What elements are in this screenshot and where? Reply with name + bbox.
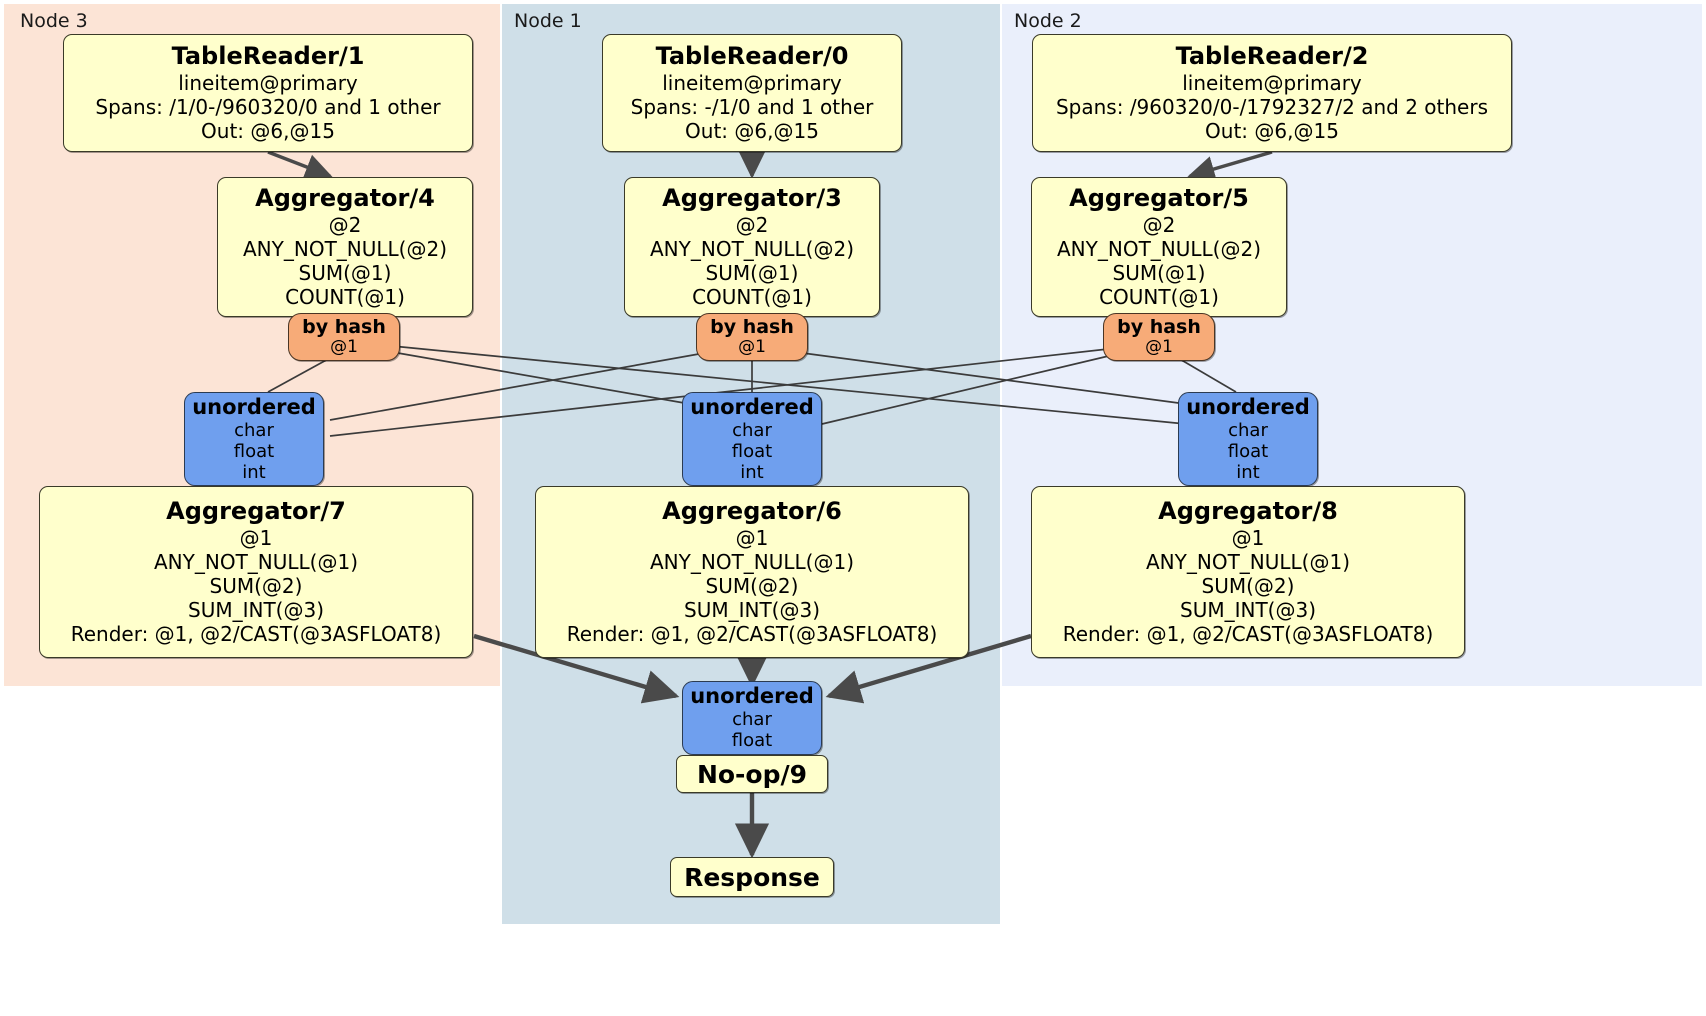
panel-node-1-label: Node 1 — [514, 10, 582, 32]
final-unordered-router[interactable]: unordered char float — [682, 681, 822, 755]
unordered-router-node-3-type-2: int — [242, 462, 266, 483]
table-reader-0[interactable]: TableReader/0 lineitem@primary Spans: -/… — [602, 34, 902, 152]
unordered-router-node-3-type-1: float — [233, 440, 275, 462]
unordered-router-node-1-type-0: char — [732, 419, 772, 441]
aggregator-5-group: @2 — [1142, 212, 1176, 237]
aggregator-4-agg1: ANY_NOT_NULL(@2) — [243, 236, 447, 261]
aggregator-7-agg1: ANY_NOT_NULL(@1) — [154, 549, 358, 574]
aggregator-7[interactable]: Aggregator/7 @1 ANY_NOT_NULL(@1) SUM(@2)… — [39, 486, 473, 658]
table-reader-0-spans: Spans: -/1/0 and 1 other — [630, 94, 874, 119]
table-reader-2-out: Out: @6,@15 — [1205, 118, 1339, 143]
aggregator-8[interactable]: Aggregator/8 @1 ANY_NOT_NULL(@1) SUM(@2)… — [1031, 486, 1465, 658]
aggregator-6-agg2: SUM(@2) — [705, 573, 799, 598]
table-reader-0-title: TableReader/0 — [655, 42, 849, 71]
aggregator-6-agg1: ANY_NOT_NULL(@1) — [650, 549, 854, 574]
aggregator-8-title: Aggregator/8 — [1158, 497, 1338, 526]
panel-node-3-label: Node 3 — [20, 10, 88, 32]
aggregator-6-agg3: SUM_INT(@3) — [684, 597, 820, 622]
table-reader-1-out: Out: @6,@15 — [201, 118, 335, 143]
hash-router-node-1[interactable]: by hash @1 — [696, 313, 808, 361]
aggregator-5-agg1: ANY_NOT_NULL(@2) — [1057, 236, 1261, 261]
table-reader-2-table: lineitem@primary — [1182, 70, 1362, 95]
aggregator-4-group: @2 — [328, 212, 362, 237]
unordered-router-node-2-type-1: float — [1227, 440, 1269, 462]
unordered-router-node-3-type-0: char — [234, 419, 274, 441]
aggregator-5-agg2: SUM(@1) — [1112, 260, 1206, 285]
aggregator-5-agg3: COUNT(@1) — [1099, 284, 1219, 309]
hash-router-node-3-column: @1 — [330, 337, 358, 358]
hash-router-node-1-title: by hash — [710, 316, 794, 339]
hash-router-node-1-column: @1 — [738, 337, 766, 358]
table-reader-0-out: Out: @6,@15 — [685, 118, 819, 143]
unordered-router-node-2[interactable]: unordered char float int — [1178, 392, 1318, 486]
unordered-router-node-3[interactable]: unordered char float int — [184, 392, 324, 486]
unordered-router-node-1-type-1: float — [731, 440, 773, 462]
aggregator-6-render: Render: @1, @2/CAST(@3ASFLOAT8) — [566, 621, 938, 646]
aggregator-3-agg3: COUNT(@1) — [692, 284, 812, 309]
panel-node-2-label: Node 2 — [1014, 10, 1082, 32]
aggregator-3-agg1: ANY_NOT_NULL(@2) — [650, 236, 854, 261]
aggregator-7-agg3: SUM_INT(@3) — [188, 597, 324, 622]
aggregator-7-group: @1 — [239, 525, 273, 550]
hash-router-node-2[interactable]: by hash @1 — [1103, 313, 1215, 361]
aggregator-7-agg2: SUM(@2) — [209, 573, 303, 598]
final-unordered-router-type-1: float — [731, 730, 773, 752]
aggregator-8-render: Render: @1, @2/CAST(@3ASFLOAT8) — [1062, 621, 1434, 646]
unordered-router-node-1[interactable]: unordered char float int — [682, 392, 822, 486]
unordered-router-node-2-title: unordered — [1186, 394, 1310, 419]
aggregator-8-agg3: SUM_INT(@3) — [1180, 597, 1316, 622]
aggregator-8-agg2: SUM(@2) — [1201, 573, 1295, 598]
final-unordered-router-type-0: char — [732, 709, 772, 731]
hash-router-node-2-column: @1 — [1145, 337, 1173, 358]
aggregator-3-group: @2 — [735, 212, 769, 237]
hash-router-node-3[interactable]: by hash @1 — [288, 313, 400, 361]
aggregator-5-title: Aggregator/5 — [1069, 184, 1249, 213]
aggregator-3[interactable]: Aggregator/3 @2 ANY_NOT_NULL(@2) SUM(@1)… — [624, 177, 880, 317]
unordered-router-node-2-type-2: int — [1236, 462, 1260, 483]
unordered-router-node-1-type-2: int — [740, 462, 764, 483]
table-reader-2-title: TableReader/2 — [1175, 42, 1369, 71]
no-op-9[interactable]: No-op/9 — [676, 755, 828, 793]
aggregator-6[interactable]: Aggregator/6 @1 ANY_NOT_NULL(@1) SUM(@2)… — [535, 486, 969, 658]
aggregator-8-agg1: ANY_NOT_NULL(@1) — [1146, 549, 1350, 574]
aggregator-4-agg2: SUM(@1) — [298, 260, 392, 285]
aggregator-6-title: Aggregator/6 — [662, 497, 842, 526]
final-unordered-router-title: unordered — [690, 684, 814, 709]
aggregator-8-group: @1 — [1231, 525, 1265, 550]
unordered-router-node-1-title: unordered — [690, 394, 814, 419]
response-box[interactable]: Response — [670, 857, 834, 897]
hash-router-node-3-title: by hash — [302, 316, 386, 339]
aggregator-6-group: @1 — [735, 525, 769, 550]
table-reader-2[interactable]: TableReader/2 lineitem@primary Spans: /9… — [1032, 34, 1512, 152]
aggregator-7-render: Render: @1, @2/CAST(@3ASFLOAT8) — [70, 621, 442, 646]
table-reader-1-spans: Spans: /1/0-/960320/0 and 1 other — [95, 94, 441, 119]
aggregator-5[interactable]: Aggregator/5 @2 ANY_NOT_NULL(@2) SUM(@1)… — [1031, 177, 1287, 317]
aggregator-4-title: Aggregator/4 — [255, 184, 435, 213]
table-reader-1-title: TableReader/1 — [171, 42, 365, 71]
aggregator-3-title: Aggregator/3 — [662, 184, 842, 213]
table-reader-0-table: lineitem@primary — [662, 70, 842, 95]
aggregator-4-agg3: COUNT(@1) — [285, 284, 405, 309]
table-reader-1[interactable]: TableReader/1 lineitem@primary Spans: /1… — [63, 34, 473, 152]
aggregator-3-agg2: SUM(@1) — [705, 260, 799, 285]
table-reader-2-spans: Spans: /960320/0-/1792327/2 and 2 others — [1055, 94, 1488, 119]
unordered-router-node-3-title: unordered — [192, 394, 316, 419]
hash-router-node-2-title: by hash — [1117, 316, 1201, 339]
table-reader-1-table: lineitem@primary — [178, 70, 358, 95]
aggregator-4[interactable]: Aggregator/4 @2 ANY_NOT_NULL(@2) SUM(@1)… — [217, 177, 473, 317]
aggregator-7-title: Aggregator/7 — [166, 497, 346, 526]
unordered-router-node-2-type-0: char — [1228, 419, 1268, 441]
